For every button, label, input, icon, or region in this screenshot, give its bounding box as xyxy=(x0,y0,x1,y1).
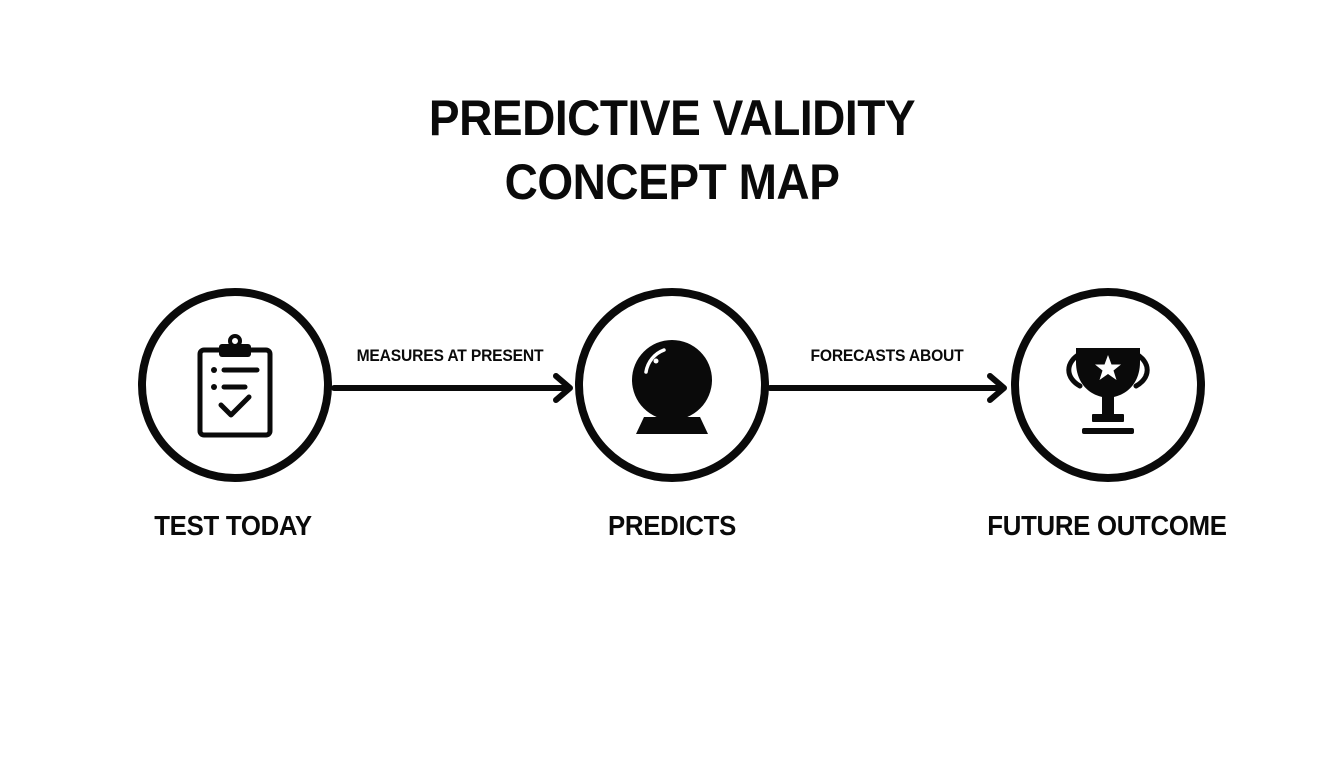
edge-label-forecasts: FORECASTS ABOUT xyxy=(810,346,964,365)
title-line-2: CONCEPT MAP xyxy=(504,154,840,210)
node-label-future-outcome: FUTURE OUTCOME xyxy=(987,510,1227,541)
clipboard-check-icon xyxy=(197,334,273,438)
edge-label-measures: MEASURES AT PRESENT xyxy=(356,346,544,365)
node-test-today xyxy=(138,288,332,482)
edge-arrow-measures xyxy=(331,373,573,403)
title-line-1: PREDICTIVE VALIDITY xyxy=(428,90,916,146)
crystal-ball-icon xyxy=(632,340,712,434)
trophy-icon xyxy=(1066,348,1150,434)
node-predicts xyxy=(575,288,769,482)
edge-arrow-forecasts xyxy=(767,373,1007,403)
node-future-outcome xyxy=(1011,288,1205,482)
node-label-test-today: TEST TODAY xyxy=(154,510,312,541)
node-label-predicts: PREDICTS xyxy=(607,510,737,541)
diagram-title: PREDICTIVE VALIDITY CONCEPT MAP xyxy=(54,86,1290,214)
